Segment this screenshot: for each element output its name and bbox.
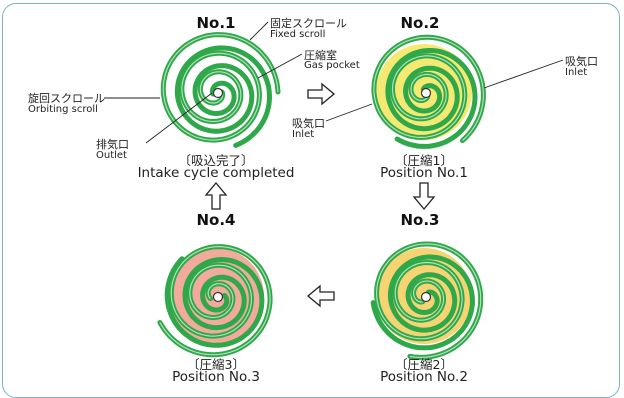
label-gas-pocket-en: Gas pocket [304, 60, 360, 71]
label-fixed-scroll-ja: 固定スクロール [270, 17, 347, 30]
outlet-hole-no4 [212, 291, 224, 303]
caption-en-no3: Position No.2 [380, 369, 468, 385]
orbiting-scroll-no3 [370, 254, 475, 351]
caption-ja-no2: 〔圧縮1〕 [395, 153, 453, 168]
outlet-hole-no2 [420, 87, 432, 99]
fixed-scroll-highlight-no1 [162, 33, 279, 141]
scroll-compressor-diagram: No.1 No.2 No.3 No.4 〔吸込完了〕 Intake cycle … [2, 3, 620, 398]
leader-line-fixed-scroll [249, 21, 269, 41]
stage-title-no1: No.1 [196, 14, 236, 32]
leader-line-gas-pocket [257, 53, 303, 79]
label-gas-pocket-ja: 圧縮室 [304, 49, 337, 62]
orbiting-scroll-no4 [164, 256, 265, 348]
stage-title-no4: No.4 [196, 211, 236, 229]
label-outlet-en: Outlet [96, 150, 127, 161]
caption-en-no2: Position No.1 [380, 165, 468, 181]
caption-ja-no1: 〔吸込完了〕 [178, 153, 254, 168]
leader-line-inlet-left [325, 103, 373, 122]
label-inlet-left-en: Inlet [292, 129, 315, 140]
outlet-hole-no1 [212, 87, 224, 99]
scroll-spirals [157, 32, 486, 360]
fixed-scroll-highlight-no2 [373, 36, 485, 142]
orbiting-scroll-no1 [174, 45, 273, 148]
stage-title-no2: No.2 [400, 14, 440, 32]
fixed-scroll-highlight-no4 [159, 245, 271, 356]
label-inlet-right-en: Inlet [565, 67, 588, 78]
annotation-leader-lines [104, 21, 564, 144]
caption-ja-no4: 〔圧縮3〕 [187, 357, 245, 372]
label-orbiting-scroll-en: Orbiting scroll [28, 104, 98, 115]
caption-en-no4: Position No.3 [172, 369, 260, 385]
leader-line-outlet [145, 92, 213, 144]
leader-line-inlet-right [483, 59, 564, 89]
arrow-no4-to-no1 [204, 181, 228, 210]
outlet-hole-no3 [420, 291, 432, 303]
arrow-no1-to-no2 [307, 82, 336, 106]
caption-en-no1: Intake cycle completed [137, 165, 295, 181]
orbiting-scroll-no2 [385, 48, 478, 149]
arrow-no3-to-no4 [306, 284, 335, 308]
label-inlet-right-ja: 吸気口 [565, 55, 598, 68]
arrow-no2-to-no3 [412, 182, 436, 211]
caption-ja-no3: 〔圧縮2〕 [395, 357, 453, 372]
stage-title-no3: No.3 [400, 211, 440, 229]
fixed-scroll-highlight-no3 [375, 243, 482, 359]
scroll-diagrams-svg [104, 21, 564, 360]
label-inlet-left-ja: 吸気口 [292, 117, 325, 130]
label-outlet-ja: 排気口 [96, 138, 129, 151]
label-fixed-scroll-en: Fixed scroll [270, 29, 326, 40]
process-arrows [204, 82, 436, 308]
label-orbiting-scroll-ja: 旋回スクロール [28, 92, 105, 105]
